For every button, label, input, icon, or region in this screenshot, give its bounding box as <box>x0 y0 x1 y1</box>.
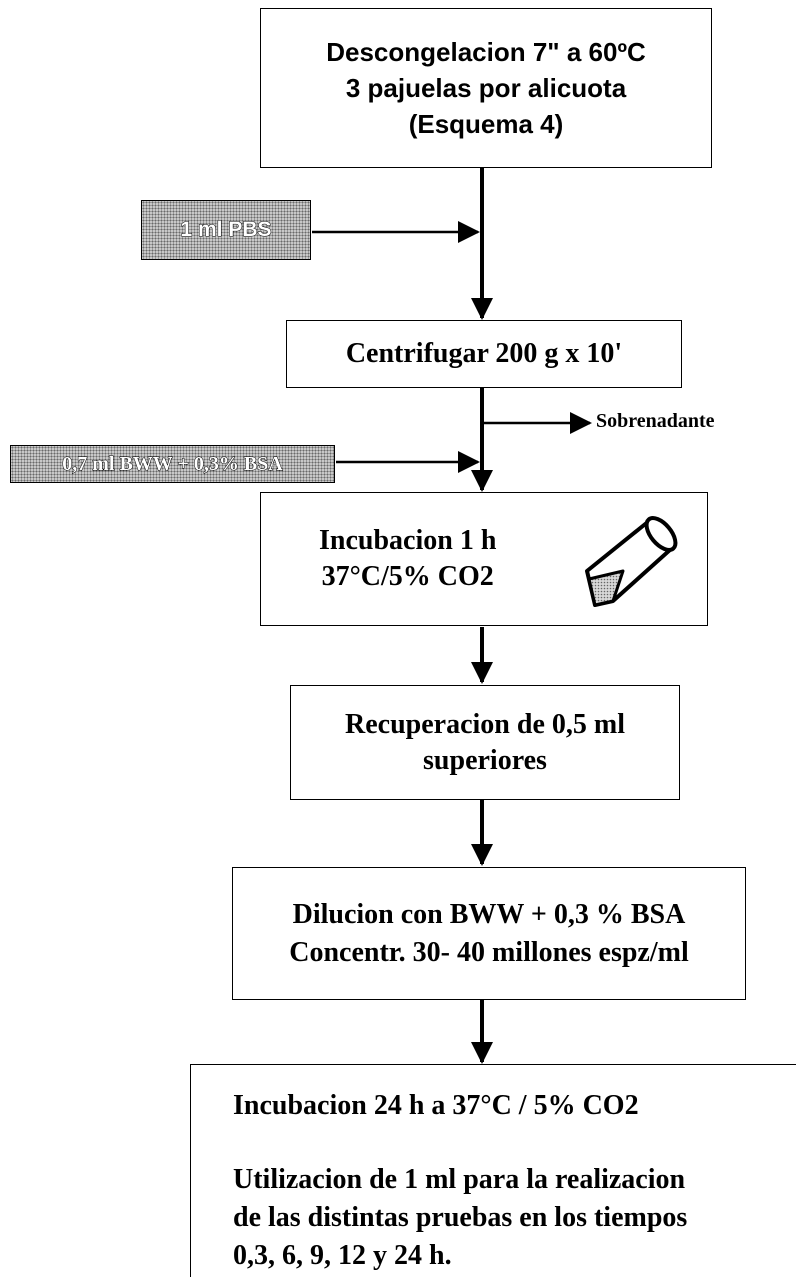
step-final-box: Incubacion 24 h a 37°C / 5% CO2 Utilizac… <box>190 1064 796 1277</box>
thaw-line-2: 3 pajuelas por alicuota <box>345 73 627 103</box>
input-bww-label: 0,7 ml BWW + 0,3% BSA <box>62 452 283 475</box>
centrifuge-text: Centrifugar 200 g x 10' <box>345 338 623 369</box>
input-pbs-label: 1 ml PBS <box>180 218 272 242</box>
dilution-line-1: Dilucion con BWW + 0,3 % BSA <box>292 898 686 930</box>
thaw-line-1: Descongelacion 7" a 60ºC <box>326 37 646 67</box>
incubation-line-1: Incubacion 1 h <box>319 525 497 556</box>
step-incubation-box: Incubacion 1 h 37°C/5% CO2 <box>260 492 708 626</box>
final-line-2: Utilizacion de 1 ml para la realizacion <box>233 1164 686 1195</box>
final-line-3: de las distintas pruebas en los tiempos <box>233 1202 688 1233</box>
step-recovery-box: Recuperacion de 0,5 ml superiores <box>290 685 680 800</box>
step-thaw-box: Descongelacion 7" a 60ºC 3 pajuelas por … <box>260 8 712 168</box>
recovery-line-1: Recuperacion de 0,5 ml <box>345 708 625 740</box>
step-centrifuge-box: Centrifugar 200 g x 10' <box>286 320 682 388</box>
input-pbs-box: 1 ml PBS <box>141 200 311 260</box>
output-supernatant-label: Sobrenadante <box>596 410 715 432</box>
final-line-4: 0,3, 6, 9, 12 y 24 h. <box>233 1240 452 1271</box>
incubation-line-2: 37°C/5% CO2 <box>321 561 494 592</box>
recovery-line-2: superiores <box>423 744 547 776</box>
input-bww-box: 0,7 ml BWW + 0,3% BSA <box>10 445 335 483</box>
dilution-line-2: Concentr. 30- 40 millones espz/ml <box>289 936 689 968</box>
test-tube-icon <box>585 516 678 607</box>
final-line-1: Incubacion 24 h a 37°C / 5% CO2 <box>233 1090 639 1121</box>
step-dilution-box: Dilucion con BWW + 0,3 % BSA Concentr. 3… <box>232 867 746 1000</box>
thaw-line-3: (Esquema 4) <box>408 109 564 139</box>
